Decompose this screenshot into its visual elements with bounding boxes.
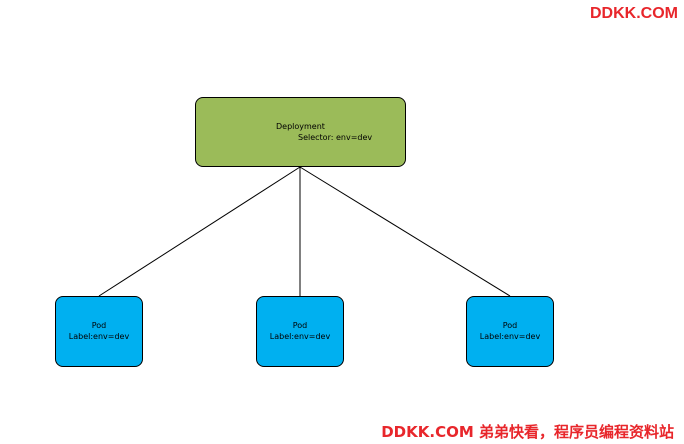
pod-node-3: Pod Label:env=dev: [466, 296, 554, 367]
watermark-top: DDKK.COM: [590, 5, 678, 22]
pod-title: Pod: [91, 321, 107, 330]
pod-label: Label:env=dev: [269, 332, 331, 341]
deployment-node: Deployment Selector: env=dev: [195, 97, 406, 167]
pod-title: Pod: [502, 321, 518, 330]
pod-node-2: Pod Label:env=dev: [256, 296, 344, 367]
connector-line-pod-1: [98, 166, 301, 297]
pod-node-1: Pod Label:env=dev: [55, 296, 143, 367]
deployment-title: Deployment: [276, 122, 325, 131]
pod-label: Label:env=dev: [479, 332, 541, 341]
pod-title: Pod: [292, 321, 308, 330]
deployment-selector: Selector: env=dev: [298, 133, 373, 142]
watermark-bottom: DDKK.COM 弟弟快看，程序员编程资料站: [381, 423, 674, 441]
pod-label: Label:env=dev: [68, 332, 130, 341]
connector-line-pod-3: [299, 166, 511, 297]
